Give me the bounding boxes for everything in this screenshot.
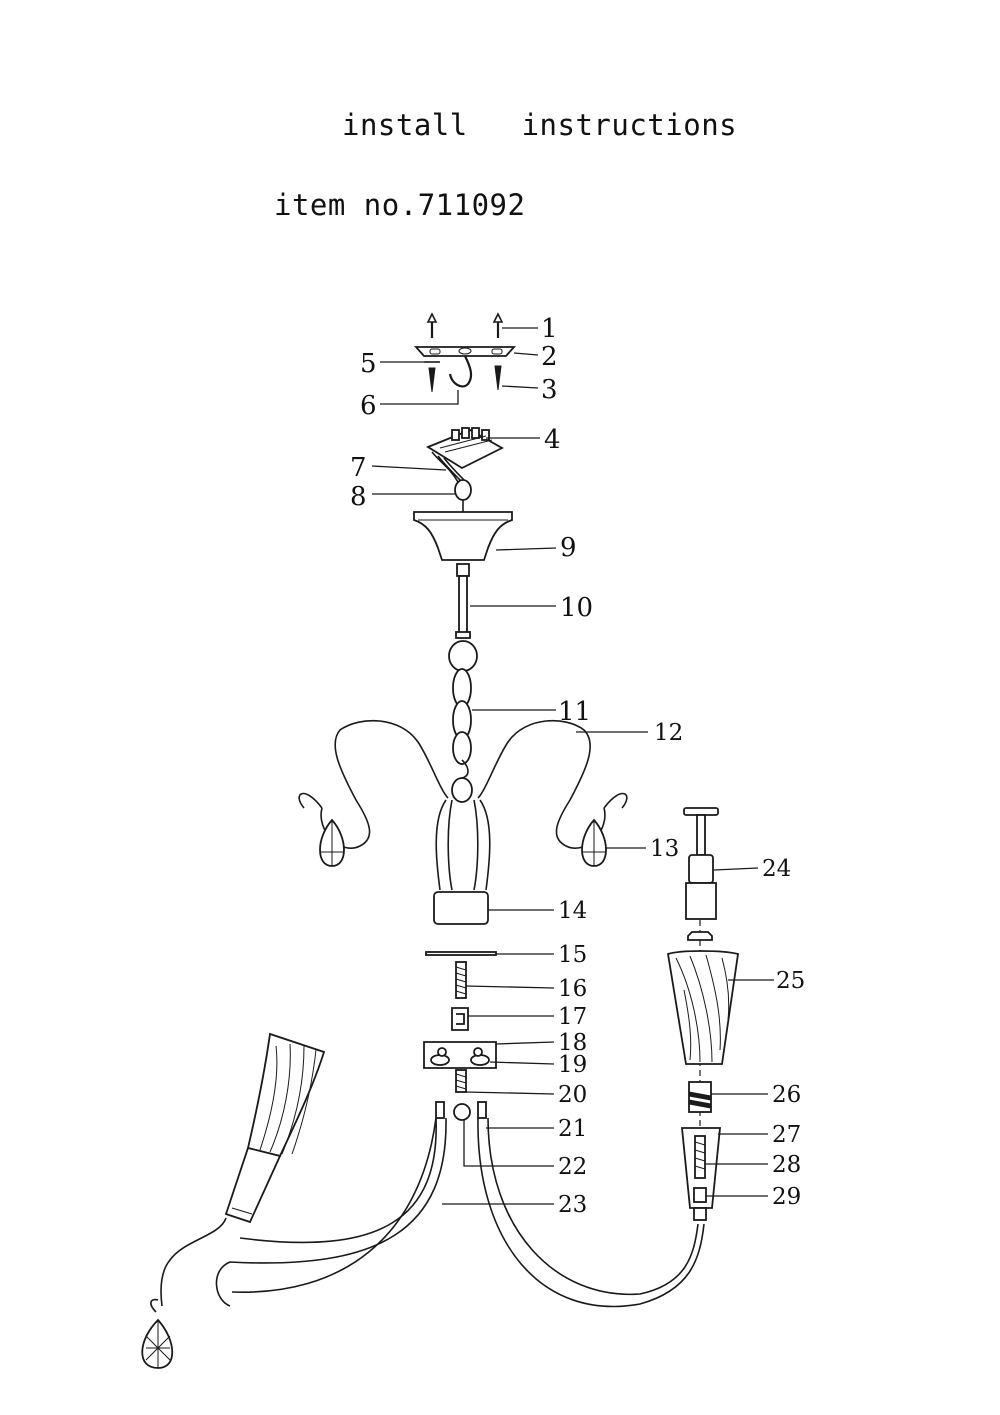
bulb-socket	[683, 807, 719, 920]
callout-14: 14	[558, 898, 587, 924]
ceiling-hook	[448, 355, 473, 388]
clip-nut	[451, 1007, 469, 1031]
callout-27: 27	[772, 1122, 801, 1148]
arm-connector-left	[435, 1101, 445, 1119]
callout-2: 2	[541, 342, 558, 372]
mounting-plate	[413, 346, 517, 357]
socket-nipple	[688, 1081, 712, 1113]
arm-connector-right	[477, 1101, 487, 1119]
bobeche	[681, 1127, 721, 1221]
center-body	[433, 891, 489, 925]
screw-bottom-right	[494, 365, 502, 391]
candle-cup	[666, 950, 740, 1065]
terminal-block	[426, 427, 504, 470]
junction-box	[423, 1041, 497, 1069]
callout-9: 9	[560, 533, 577, 563]
crystal-chain-left	[160, 1217, 227, 1307]
ball-finial	[453, 1103, 471, 1121]
screw-top-right	[492, 312, 504, 338]
callout-25: 25	[776, 968, 805, 994]
callout-29: 29	[772, 1184, 801, 1210]
callout-23: 23	[558, 1192, 587, 1218]
callout-4: 4	[544, 425, 561, 455]
callout-20: 20	[558, 1082, 587, 1108]
ceiling-canopy	[413, 511, 513, 561]
threaded-rod	[455, 961, 467, 999]
callout-3: 3	[541, 375, 558, 405]
arm-cup-left	[224, 1032, 326, 1224]
wire-loop-nut	[454, 479, 472, 512]
callout-19: 19	[558, 1052, 587, 1078]
socket-ring	[687, 931, 713, 941]
leader-lines	[371, 327, 774, 1205]
callout-7: 7	[350, 453, 367, 483]
screw-bottom-left	[424, 361, 440, 393]
mounting-bracket-assembly	[413, 312, 517, 393]
callout-18: 18	[558, 1030, 587, 1056]
crystal-drop-right	[581, 818, 607, 867]
callout-8: 8	[350, 482, 367, 512]
item-number-value: 711092	[417, 188, 526, 222]
callout-22: 22	[558, 1154, 587, 1180]
down-rod	[455, 563, 471, 639]
callout-11: 11	[558, 697, 591, 727]
item-number-line: item no.711092	[274, 188, 525, 222]
callout-12: 12	[654, 720, 683, 746]
callout-15: 15	[558, 942, 587, 968]
callout-21: 21	[558, 1116, 587, 1142]
item-number-label: item no.	[274, 188, 418, 222]
mounting-screw	[455, 1069, 467, 1093]
callout-6: 6	[360, 391, 377, 421]
callout-5: 5	[360, 349, 377, 379]
chain	[448, 640, 478, 803]
lower-arms	[215, 1117, 705, 1308]
callout-labels: 1 2 3 4 5 6 7 8 9 10 11 12 13 14 15 16 1…	[350, 314, 805, 1218]
page-title: install instructions	[342, 108, 738, 142]
callout-26: 26	[772, 1082, 801, 1108]
callout-28: 28	[772, 1152, 801, 1178]
chandelier-frame	[298, 719, 628, 891]
crystal-drop-left	[319, 818, 345, 867]
callout-17: 17	[558, 1004, 587, 1030]
callout-13: 13	[650, 836, 679, 862]
callout-24: 24	[762, 856, 791, 882]
callout-1: 1	[541, 314, 558, 344]
crystal-drop-bottom	[141, 1318, 174, 1369]
screw-top-left	[426, 312, 438, 338]
washer-plate	[425, 951, 497, 956]
callout-16: 16	[558, 976, 587, 1002]
callout-10: 10	[560, 593, 593, 623]
